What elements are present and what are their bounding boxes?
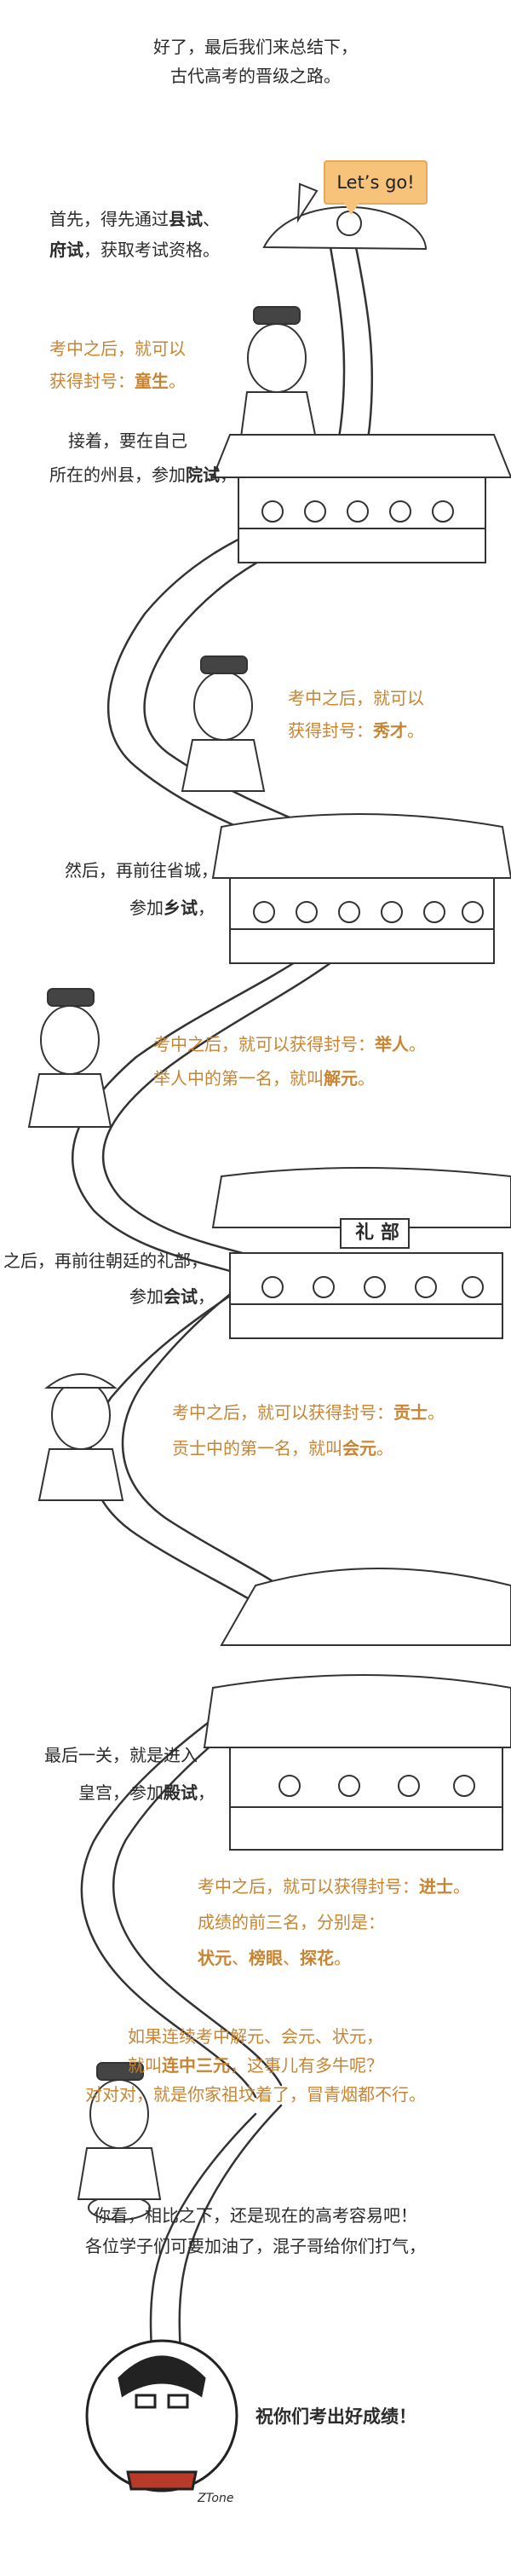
palace-hall [203,1568,511,1851]
scholar-figure-3 [27,988,112,1128]
step2-line-1: 接着，要在自己 [68,430,187,451]
title2-line-2: 获得封号：秀才。 [288,720,424,741]
title5-line-3: 状元、榜眼、探花。 [198,1948,351,1968]
exam-hall-3 [211,1167,511,1339]
scholar-figure-5 [77,2062,162,2221]
step5-line-1: 最后一关，就是进入 [44,1745,198,1765]
intro-line-1: 好了，最后我们来总结下， [153,37,358,57]
step3-line-1: 然后，再前往省城， [65,860,218,881]
signature: ZTone [198,2492,234,2505]
closing-line-2: 各位学子们可要加油了，混子哥给你们打气， [85,2236,426,2256]
title3-line-2: 举人中的第一名，就叫解元。 [153,1068,375,1089]
scholar-figure-1 [238,306,319,444]
bubble-text: Let’s go! [336,172,415,193]
step4-line-1: 之后，再前往朝廷的礼部， [3,1250,208,1271]
scholar-figure-4 [37,1373,124,1501]
title2-line-1: 考中之后，就可以 [288,688,424,708]
top-hill [262,182,428,251]
title4-line-1: 考中之后，就可以获得封号：贡士。 [172,1402,445,1423]
step5-line-2: 皇宫，参加殿试， [78,1782,215,1803]
step1-text-2: 府试，获取考试资格。 [49,240,220,260]
step4-line-2: 参加会试， [129,1286,215,1307]
summary-line-2: 就叫连中三元，这事儿有多牛呢？ [128,2055,383,2076]
summary-line-3: 对对对，就是你家祖坟着了，冒青烟都不行。 [85,2084,426,2105]
libu-plaque: 礼 部 [355,1222,399,1244]
wish-text: 祝你们考出好成绩！ [256,2406,416,2427]
lets-go-bubble: Let’s go! [324,160,428,215]
intro-line-2: 古代高考的晋级之路。 [170,66,341,86]
title1-line-1: 考中之后，就可以 [49,338,186,359]
step1-text: 首先，得先通过县试、 [49,209,220,229]
summary-line-1: 如果连续考中解元、会元、状元， [128,2026,383,2047]
title5-line-1: 考中之后，就可以获得封号：进士。 [198,1876,470,1897]
exam-hall-1 [211,434,511,563]
cartoon-avatar [85,2339,238,2492]
title3-line-1: 考中之后，就可以获得封号：举人。 [153,1034,426,1054]
closing-line-1: 你看，相比之下，还是现在的高考容易吧！ [94,2205,417,2226]
step2-line-2: 所在的州县，参加院试， [49,465,237,485]
title5-line-2: 成绩的前三名，分别是： [198,1912,385,1932]
title4-line-2: 贡士中的第一名，就叫会元。 [172,1438,393,1458]
step3-line-2: 参加乡试， [129,898,215,918]
title1-line-2: 获得封号：童生。 [49,371,186,391]
exam-hall-2 [211,813,511,964]
scholar-figure-2 [181,656,266,792]
